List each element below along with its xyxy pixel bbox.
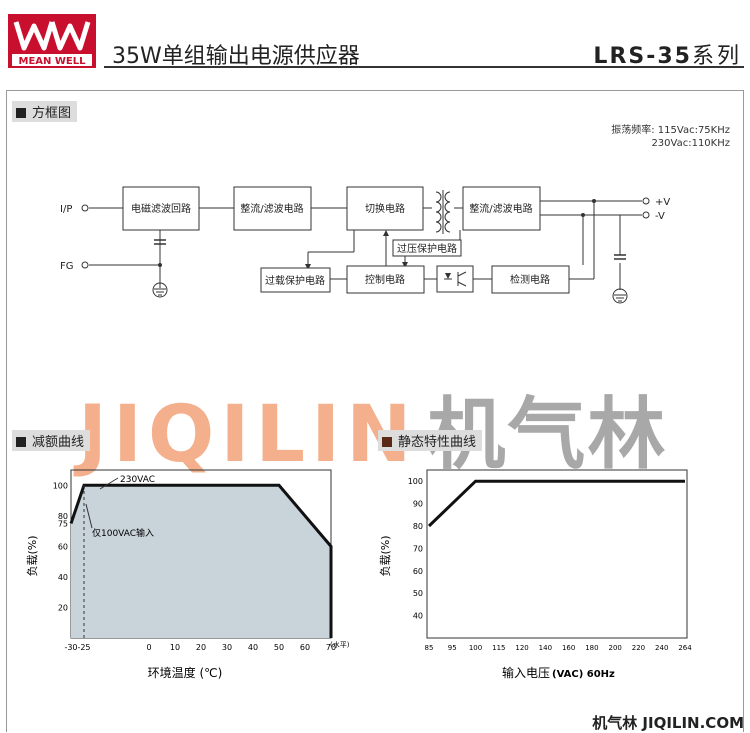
x-tick-label: -30: [64, 643, 77, 652]
x-tick-label: 200: [608, 644, 621, 652]
block-switching: 切换电路: [365, 202, 405, 215]
x-tick-label: 160: [562, 644, 575, 652]
static-ylabel: 负载(%): [378, 535, 392, 576]
transformer-icon: [435, 190, 451, 234]
ground-icon: [612, 288, 628, 304]
oscillation-frequency: 振荡频率: 115Vac:75KHz 230Vac:110KHz: [611, 125, 730, 149]
series-suffix: 系列: [691, 44, 742, 69]
meanwell-logo: MEAN WELL: [8, 14, 96, 68]
output-pos-label: +V: [655, 197, 670, 208]
derating-area: [71, 485, 331, 638]
static-line: [427, 479, 685, 528]
x-tick-label: 85: [425, 644, 434, 652]
y-tick-label: 60: [413, 567, 423, 576]
block-ovp: 过压保护电路: [397, 242, 457, 255]
footer-brand: 机气林 JIQILIN.COM: [592, 714, 744, 732]
square-bullet-icon: [382, 437, 392, 447]
block-diagram: 电磁滤波回路 整流/滤波电路 切换电路 整流/滤波电路 过压保护电路 过载保护电…: [60, 186, 670, 304]
y-tick-label: 20: [58, 603, 68, 612]
header-rule: [104, 66, 744, 68]
y-tick-label: 70: [413, 544, 423, 553]
x-tick-label: 264: [678, 644, 692, 652]
optocoupler-icon: [436, 265, 474, 293]
input-ip-label: I/P: [60, 204, 72, 215]
y-tick-label: 90: [413, 500, 423, 509]
x-tick-label: 30: [222, 643, 232, 652]
watermark-latin: JIQILIN: [78, 390, 418, 480]
derating-label: 减额曲线: [12, 430, 91, 451]
x-tick-label: 100: [469, 644, 482, 652]
x-tick-label: 70: [326, 643, 336, 652]
square-bullet-icon: [16, 437, 26, 447]
static-frame: [426, 469, 688, 639]
block-olp: 过载保护电路: [265, 274, 325, 287]
block-emi-filter: 电磁滤波回路: [131, 202, 191, 215]
x-tick-label: 120: [515, 644, 528, 652]
x-unit: (水平): [330, 640, 350, 649]
x-tick-label: -25: [77, 643, 90, 652]
y-tick-label: 100: [408, 477, 423, 486]
block-detection: 检测电路: [510, 273, 550, 286]
static-xlabel-cn: 输入电压: [502, 665, 550, 680]
y-tick-label: 75: [58, 519, 68, 528]
ground-icon: [152, 282, 168, 298]
derating-xlabel: 环境温度 (℃): [148, 665, 223, 680]
page-title: 35W单组输出电源供应器: [112, 44, 360, 69]
x-tick-label: 140: [539, 644, 552, 652]
content-frame: [6, 90, 744, 732]
block-control: 控制电路: [365, 273, 405, 286]
logo-text: MEAN WELL: [19, 56, 87, 67]
x-tick-label: 240: [655, 644, 668, 652]
y-tick-label: 80: [58, 512, 68, 521]
annotation-100vac: 仅100VAC输入: [92, 527, 154, 539]
x-tick-label: 40: [248, 643, 258, 652]
input-fg-label: FG: [60, 261, 74, 272]
x-tick-label: 20: [196, 643, 206, 652]
x-tick-label: 60: [300, 643, 310, 652]
x-tick-label: 95: [448, 644, 457, 652]
y-tick-label: 40: [413, 612, 423, 621]
y-tick-label: 100: [53, 481, 68, 490]
static-chart: 85 95 100 115 120 140 160 180 200 220 240 264 40 50 60…: [378, 469, 692, 680]
annotation-230vac: 230VAC: [120, 475, 155, 485]
x-tick-label: 0: [146, 643, 151, 652]
x-tick-label: 220: [632, 644, 645, 652]
derating-line: [69, 483, 333, 638]
x-tick-label: 50: [274, 643, 284, 652]
y-tick-label: 60: [58, 542, 68, 551]
x-tick-label: 180: [585, 644, 598, 652]
series-code: LRS-35: [593, 44, 692, 69]
y-tick-label: 40: [58, 573, 68, 582]
derating-ylabel: 负载(%): [25, 535, 39, 576]
square-bullet-icon: [16, 108, 26, 118]
static-label: 静态特性曲线: [378, 430, 483, 451]
output-neg-label: -V: [655, 211, 665, 222]
series-title: LRS-35系列: [593, 38, 742, 70]
x-tick-label: 115: [492, 644, 505, 652]
static-xlabel-unit: (VAC) 60Hz: [552, 669, 615, 680]
block-rect-filter-in: 整流/滤波电路: [240, 202, 303, 215]
block-rect-filter-out: 整流/滤波电路: [469, 202, 532, 215]
x-tick-label: 10: [170, 643, 180, 652]
y-tick-label: 80: [413, 522, 423, 531]
block-diagram-label: 方框图: [12, 101, 78, 122]
y-tick-label: 50: [413, 589, 423, 598]
